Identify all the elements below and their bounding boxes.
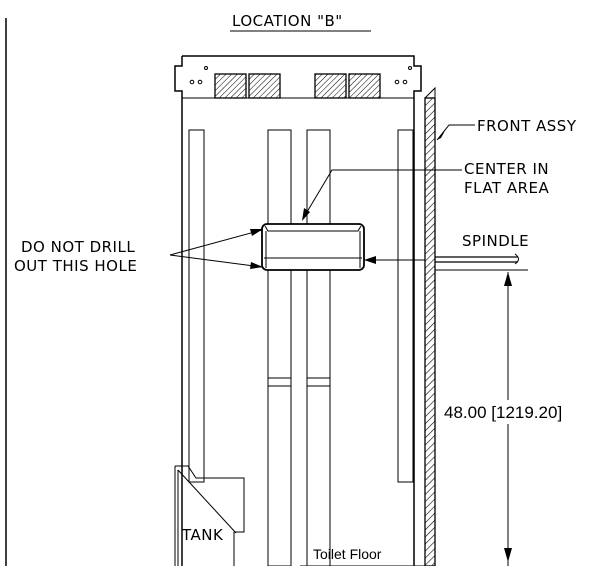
dim-arrow-bottom bbox=[504, 548, 512, 562]
center-label-line1: CENTER IN bbox=[464, 160, 549, 178]
vent-slot bbox=[348, 73, 381, 99]
tank-outline bbox=[174, 465, 245, 566]
rail-center-left bbox=[267, 129, 292, 566]
do-not-drill-line2: OUT THIS HOLE bbox=[14, 257, 137, 275]
spindle-end bbox=[514, 253, 519, 265]
screw-hole bbox=[204, 66, 208, 70]
panel-outline bbox=[174, 55, 422, 566]
center-leader bbox=[303, 169, 462, 218]
arrow-head bbox=[364, 256, 376, 264]
arrow-head bbox=[302, 208, 310, 221]
dim-arrow-top bbox=[504, 272, 512, 286]
toilet-floor-label: Toilet Floor bbox=[313, 546, 382, 562]
bracket-top bbox=[264, 225, 362, 232]
screw-hole bbox=[402, 79, 408, 85]
vent-slot bbox=[314, 73, 347, 99]
center-label-line2: FLAT AREA bbox=[464, 179, 550, 197]
location-title: LOCATION "B" bbox=[232, 12, 343, 30]
tank-label: TANK bbox=[181, 526, 224, 544]
dimension-label: 48.00 [1219.20] bbox=[444, 403, 562, 422]
front-assy-wall bbox=[424, 97, 436, 566]
screw-hole bbox=[189, 79, 195, 85]
arrow-head bbox=[437, 127, 447, 140]
wall-top bbox=[424, 86, 436, 99]
drill-leader-lower bbox=[169, 254, 263, 268]
front-assy-label: FRONT ASSY bbox=[477, 117, 577, 135]
arrow-head bbox=[250, 229, 263, 236]
screw-hole bbox=[394, 79, 400, 85]
rail-right bbox=[397, 129, 414, 483]
front-assy-leader bbox=[436, 124, 475, 141]
drill-leader-upper bbox=[169, 229, 263, 256]
vent-slot bbox=[248, 73, 281, 99]
rail-left bbox=[188, 129, 205, 483]
vent-slot bbox=[214, 73, 247, 99]
do-not-drill-line1: DO NOT DRILL bbox=[21, 238, 135, 256]
arrow-head bbox=[250, 262, 263, 269]
dim-label-bg bbox=[440, 400, 610, 424]
rail-center-right bbox=[306, 129, 331, 566]
screw-hole bbox=[197, 79, 203, 85]
screw-hole bbox=[408, 66, 412, 70]
spindle-label: SPINDLE bbox=[462, 232, 529, 250]
